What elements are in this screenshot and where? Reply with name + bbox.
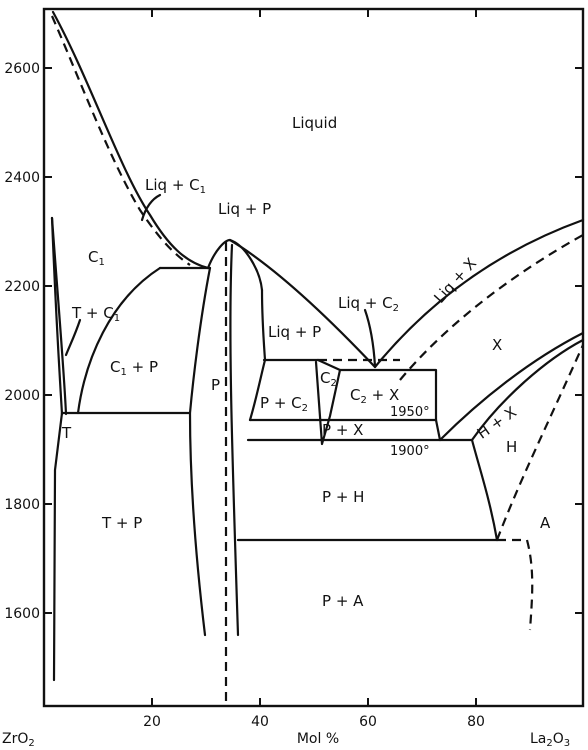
region-liquid: Liquid (292, 114, 337, 132)
region-p: P (211, 376, 220, 394)
region-p-c2: P + C2 (260, 394, 308, 414)
y-tick-label: 2000 (4, 388, 40, 404)
region-p-a: P + A (322, 592, 364, 610)
region-liq-c1: Liq + C1 (145, 176, 206, 196)
region-p-x: P + X (322, 421, 363, 439)
leader-line (140, 193, 162, 222)
x-tick-label: 60 (359, 714, 377, 730)
x-axis-ticks (151, 9, 477, 706)
y-tick-label: 1800 (4, 497, 40, 513)
region-x: X (492, 336, 502, 354)
right-endpoint-label: La2O3 (530, 731, 570, 749)
y-axis-ticks (44, 67, 583, 614)
phase-boundaries (50, 10, 585, 682)
dashed-boundaries (50, 15, 585, 706)
region-a: A (540, 514, 551, 532)
region-c2-x: C2 + X (350, 386, 399, 406)
region-c1: C1 (88, 248, 105, 268)
plot-frame (42, 7, 585, 708)
y-tick-label: 2200 (4, 279, 40, 295)
region-h: H (506, 438, 517, 456)
y-tick-label: 1600 (4, 606, 40, 622)
region-liq-p-top: Liq + P (218, 200, 271, 218)
region-liq-p-mid: Liq + P (268, 323, 321, 341)
x-tick-label: 80 (467, 714, 485, 730)
region-liq-c2: Liq + C2 (338, 294, 399, 314)
isotherm-1950: 1950° (390, 405, 430, 420)
region-t-c1: T + C1 (71, 304, 120, 324)
y-tick-label: 2600 (4, 61, 40, 77)
x-tick-label: 20 (143, 714, 161, 730)
region-c1-p: C1 + P (110, 358, 158, 378)
left-endpoint-label: ZrO2 (2, 731, 35, 749)
region-t: T (61, 424, 72, 442)
region-p-h: P + H (322, 488, 364, 506)
region-c2: C2 (320, 369, 337, 389)
x-tick-label: 40 (251, 714, 269, 730)
leader-line (64, 318, 82, 357)
x-axis-title: Mol % (297, 731, 339, 747)
y-tick-label: 2400 (4, 170, 40, 186)
region-liq-x: Liq + X (430, 254, 480, 306)
region-t-p: T + P (101, 514, 142, 532)
leader-line (363, 308, 377, 368)
isotherm-1900: 1900° (390, 444, 430, 459)
